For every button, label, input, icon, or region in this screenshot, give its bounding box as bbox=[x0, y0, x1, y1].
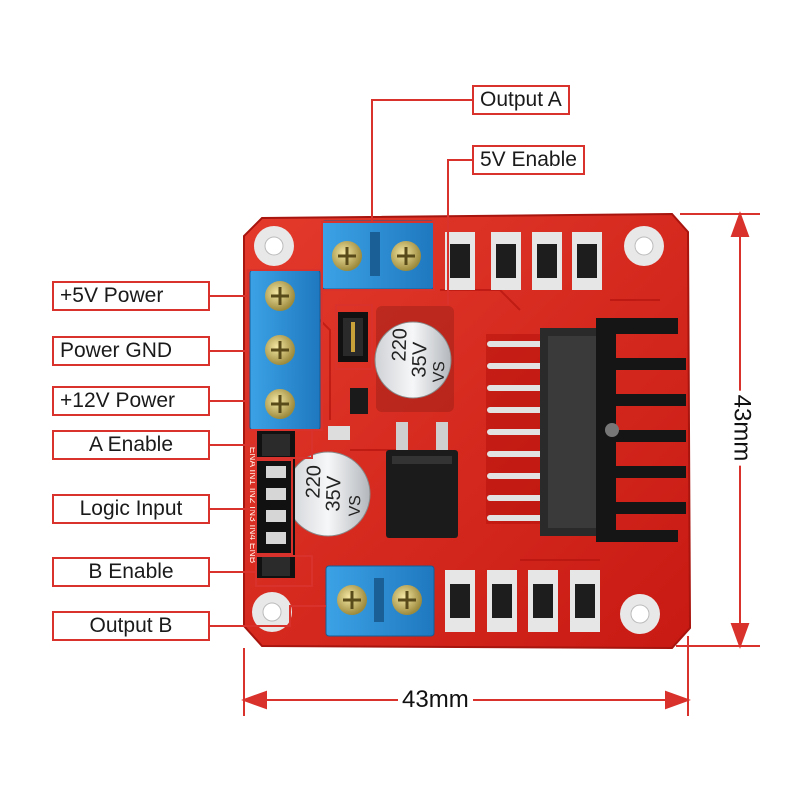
a-enable-jumper-cap bbox=[262, 434, 290, 456]
dimension-height: 43mm bbox=[727, 390, 756, 466]
diodes-bottom bbox=[445, 570, 600, 632]
mounting-hole-tr bbox=[624, 226, 664, 266]
label-output-b: Output B bbox=[52, 611, 210, 641]
header-pin-labels: ENA IN1 IN2 IN3 IN4 ENB bbox=[247, 447, 258, 564]
callouts bbox=[210, 99, 472, 627]
capacitor-bottom-text-1: 220 bbox=[302, 465, 325, 499]
label-logic-input: Logic Input bbox=[52, 494, 210, 524]
terminal-output-a bbox=[321, 220, 435, 290]
capacitor-top-text-3: VS bbox=[431, 361, 449, 383]
dimension-width: 43mm bbox=[398, 686, 473, 714]
label-5v-power: +5V Power bbox=[52, 281, 210, 311]
b-enable-jumper-cap bbox=[262, 556, 290, 576]
label-power-gnd: Power GND bbox=[52, 336, 210, 366]
capacitor-top-text-2: 35V bbox=[408, 341, 431, 378]
dimension-lines bbox=[241, 211, 760, 716]
capacitor-bottom-text-3: VS bbox=[347, 495, 365, 517]
diodes-top bbox=[445, 232, 602, 290]
heatsink bbox=[596, 318, 686, 542]
terminal-power bbox=[249, 269, 321, 431]
mounting-hole-bl bbox=[252, 592, 292, 632]
label-a-enable: A Enable bbox=[52, 430, 210, 460]
label-5v-enable: 5V Enable bbox=[472, 145, 585, 175]
mounting-hole-br bbox=[620, 594, 660, 634]
jumper-5v-enable bbox=[338, 312, 368, 362]
capacitor-bottom: 220 35V VS bbox=[285, 451, 371, 537]
voltage-regulator bbox=[386, 422, 458, 538]
smd-resistor bbox=[328, 426, 350, 440]
capacitor-top: 220 35V VS bbox=[374, 306, 454, 412]
mounting-hole-tl bbox=[254, 226, 294, 266]
logic-header bbox=[257, 430, 295, 578]
label-output-a: Output A bbox=[472, 85, 570, 115]
smd-part bbox=[350, 388, 368, 414]
capacitor-bottom-text-2: 35V bbox=[322, 475, 345, 512]
label-12v-power: +12V Power bbox=[52, 386, 210, 416]
capacitor-top-text-1: 220 bbox=[388, 328, 411, 362]
terminal-output-b bbox=[325, 565, 435, 637]
driver-chip bbox=[486, 328, 604, 536]
label-b-enable: B Enable bbox=[52, 557, 210, 587]
